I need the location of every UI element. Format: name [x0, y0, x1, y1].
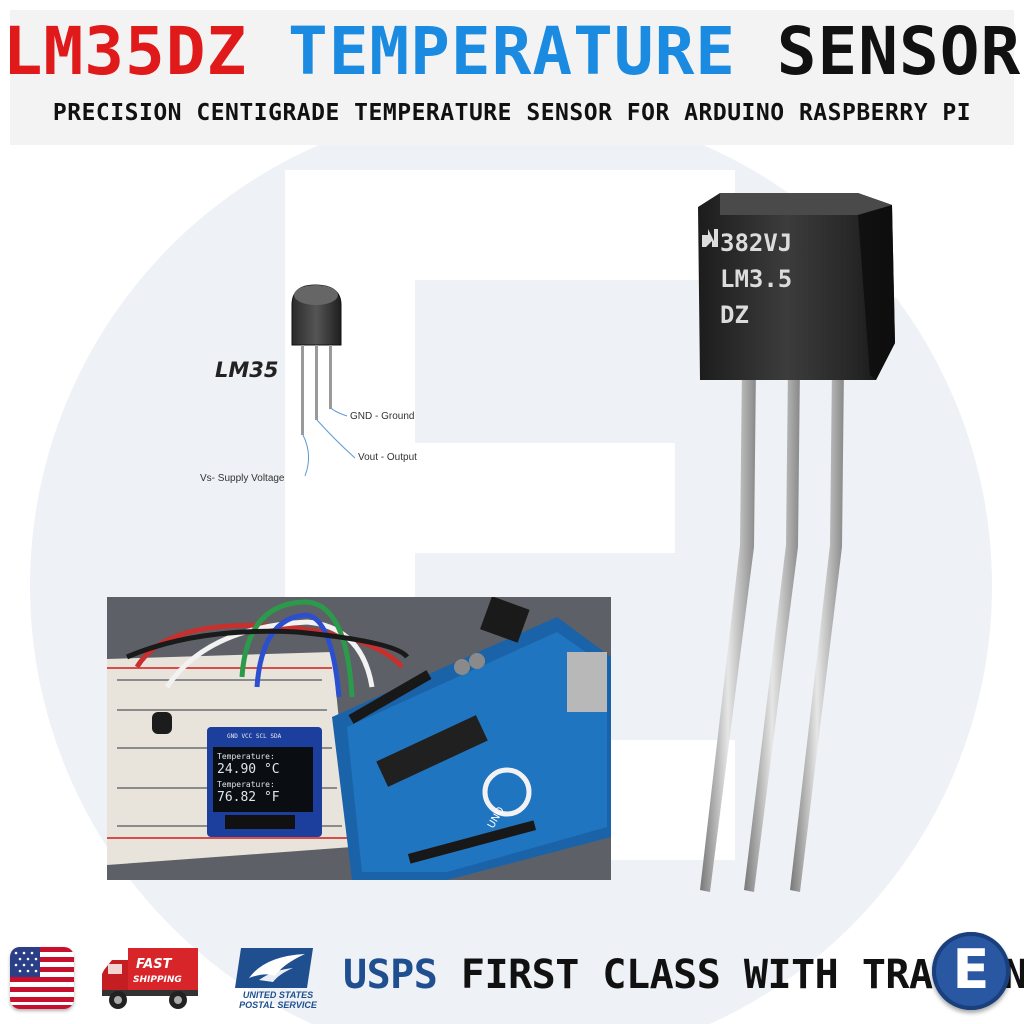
oled-temp-label-f: Temperature: — [217, 780, 275, 789]
lm35-pinout-diagram: LM35 GND - Ground Vout - Output Vs- Supp… — [195, 280, 455, 500]
transistor-marking-line3: DZ — [720, 301, 749, 329]
title-model: LM35DZ — [2, 13, 248, 90]
oled-temp-fahrenheit: 76.82 °F — [217, 790, 280, 805]
shipping-tagline: USPS FIRST CLASS WITH TRACKING — [343, 950, 1024, 1000]
fast-label: FAST — [136, 957, 173, 972]
title-temperature: TEMPERATURE — [287, 13, 737, 90]
lm35-pinout-drawing — [291, 284, 356, 477]
transistor-marking-line1: 382VJ — [720, 229, 792, 257]
shipping-tagline-usps: USPS — [343, 952, 438, 998]
arduino-demo-photo: UNO GND VCC SCL SDA Temperature: 24.90 °… — [107, 597, 611, 880]
usps-caption-line2: POSTAL SERVICE — [239, 1000, 317, 1010]
us-flag-icon — [10, 947, 74, 1009]
fast-shipping-truck-icon: FAST SHIPPING — [102, 948, 198, 1009]
oled-pin-header: GND VCC SCL SDA — [227, 733, 282, 740]
store-logo-letter: E — [952, 938, 990, 1001]
title-sensor: SENSOR — [776, 13, 1022, 90]
lm35-chip-label: LM35 — [215, 358, 279, 382]
header-band — [10, 10, 1014, 145]
store-logo-badge: E — [932, 932, 1010, 1010]
page-title: LM35DZ TEMPERATURE SENSOR — [0, 12, 1024, 92]
page-subtitle: PRECISION CENTIGRADE TEMPERATURE SENSOR … — [52, 100, 972, 126]
pin-label-gnd: GND - Ground — [350, 411, 415, 422]
usps-caption-line1: UNITED STATES — [242, 990, 314, 1000]
usps-caption: UNITED STATES POSTAL SERVICE — [233, 990, 323, 1010]
national-semiconductor-logo-icon — [702, 229, 718, 247]
pin-label-vout: Vout - Output — [358, 452, 417, 463]
arduino-demo-drawing: UNO — [107, 597, 611, 880]
lm35dz-transistor-image: 382VJ LM3.5 DZ — [698, 193, 895, 892]
transistor-marking-line2: LM3.5 — [720, 265, 792, 293]
usps-eagle-logo-icon — [235, 948, 313, 988]
shipping-tagline-rest: FIRST CLASS WITH TRACKING — [460, 952, 1024, 998]
oled-temp-label-c: Temperature: — [217, 752, 275, 761]
background-watermark-e-mid — [285, 443, 675, 553]
shipping-label: SHIPPING — [133, 975, 182, 985]
background-watermark-e-top — [285, 170, 735, 280]
pin-label-vs: Vs- Supply Voltage — [200, 473, 285, 484]
oled-temp-celsius: 24.90 °C — [217, 762, 280, 777]
